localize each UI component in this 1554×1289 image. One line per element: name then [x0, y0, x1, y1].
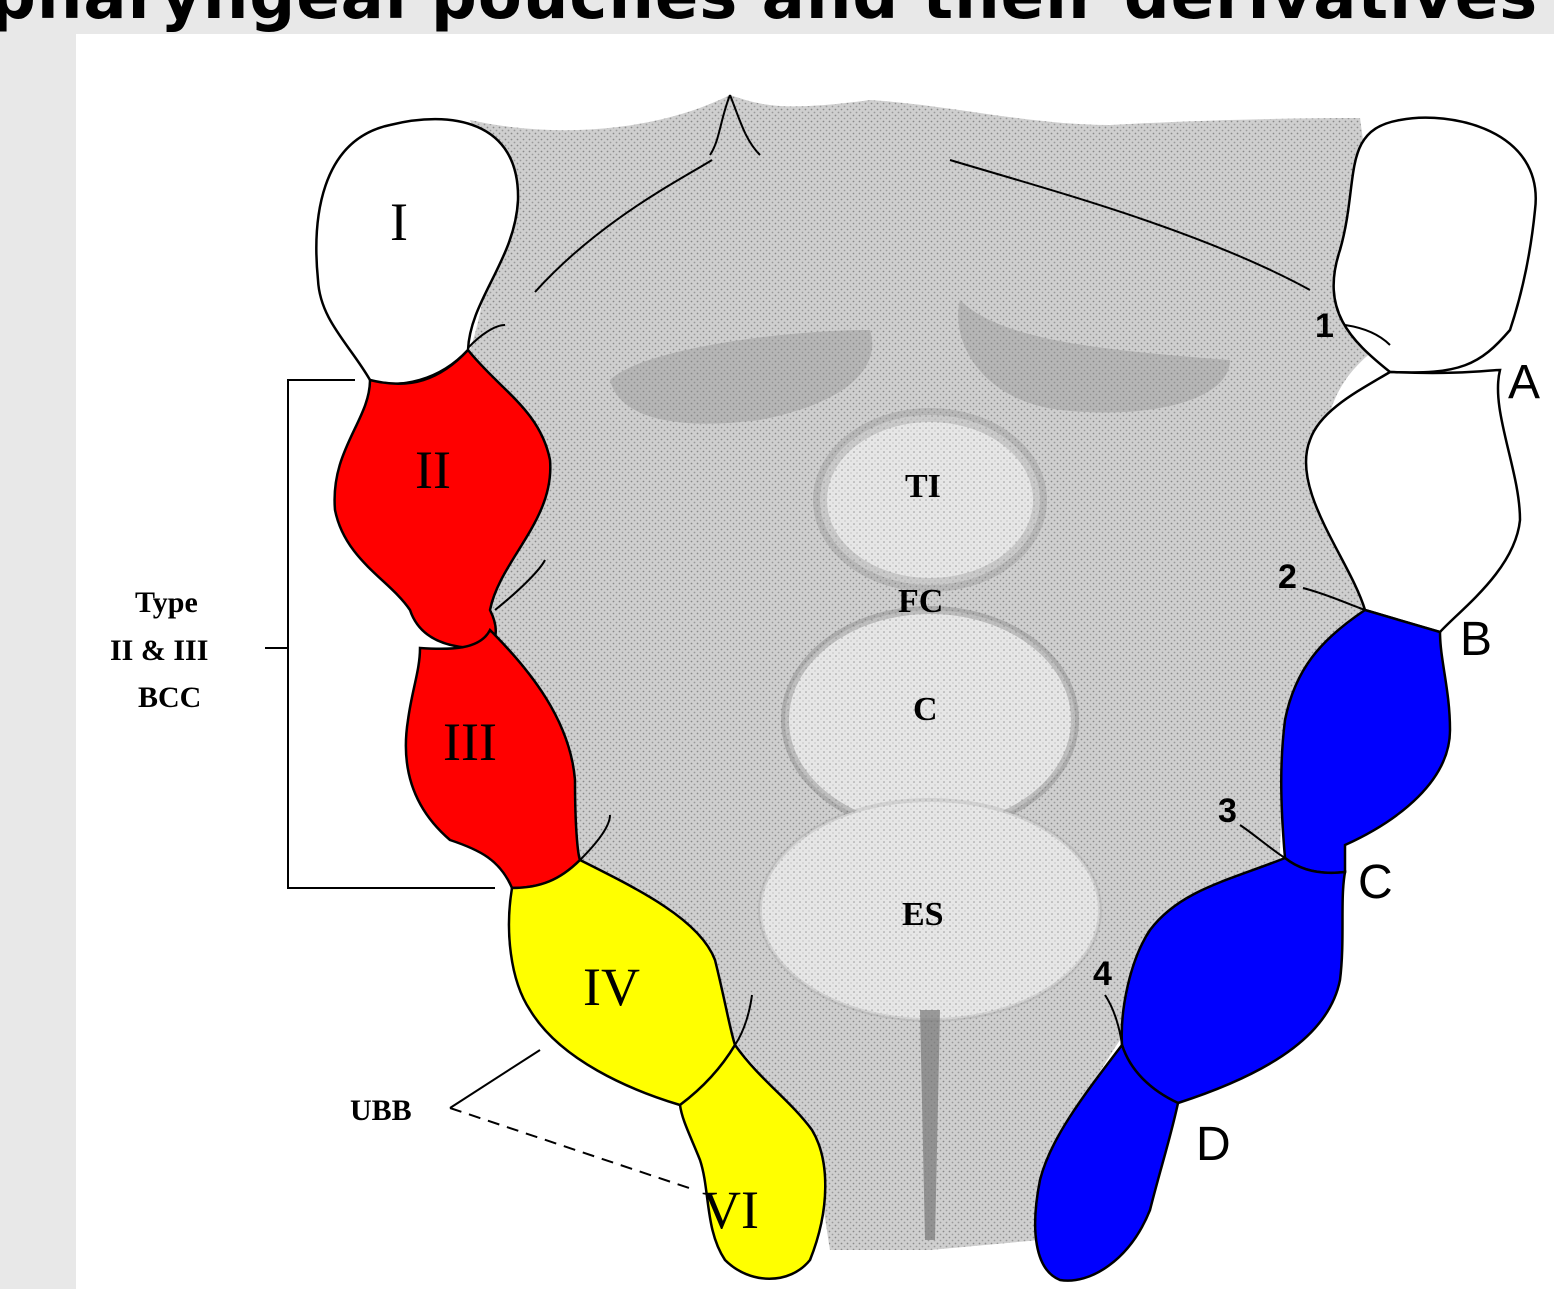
cleft-label-A: A [1508, 356, 1540, 409]
arch-label-I: I [390, 192, 408, 252]
ubb-leader-dashed [450, 1108, 695, 1190]
arch-I-right [1334, 118, 1536, 373]
arch-label-II: II [415, 440, 451, 500]
bcc-label-bcc: BCC [138, 681, 201, 714]
pouch-number-3: 3 [1218, 792, 1237, 830]
pharyngeal-diagram: I II III IV VI TI FC C ES 1 2 3 4 A B C … [76, 34, 1554, 1289]
page-title: pharyngeal pouches and their derivatives [0, 0, 1538, 34]
structure-label-FC: FC [898, 583, 943, 620]
pouch-number-4: 4 [1093, 955, 1112, 993]
structure-label-TI: TI [905, 468, 941, 505]
cleft-label-D: D [1196, 1118, 1231, 1171]
bcc-label-type: Type [135, 586, 198, 619]
cleft-label-B: B [1460, 613, 1492, 666]
title-strip: pharyngeal pouches and their derivatives [0, 0, 1554, 30]
pouch-number-2: 2 [1278, 558, 1297, 596]
cleft-label-C: C [1358, 856, 1393, 909]
arch-label-III: III [443, 712, 497, 772]
arch-label-IV: IV [583, 957, 640, 1017]
structure-label-C: C [913, 691, 938, 728]
ubb-leader-solid [450, 1050, 540, 1108]
diagram-canvas: I II III IV VI TI FC C ES 1 2 3 4 A B C … [76, 34, 1554, 1289]
pouch-number-1: 1 [1315, 307, 1334, 345]
arch-label-VI: VI [702, 1180, 759, 1240]
ubb-label: UBB [350, 1094, 412, 1127]
bcc-label-types: II & III [110, 634, 208, 667]
structure-label-ES: ES [902, 896, 944, 933]
